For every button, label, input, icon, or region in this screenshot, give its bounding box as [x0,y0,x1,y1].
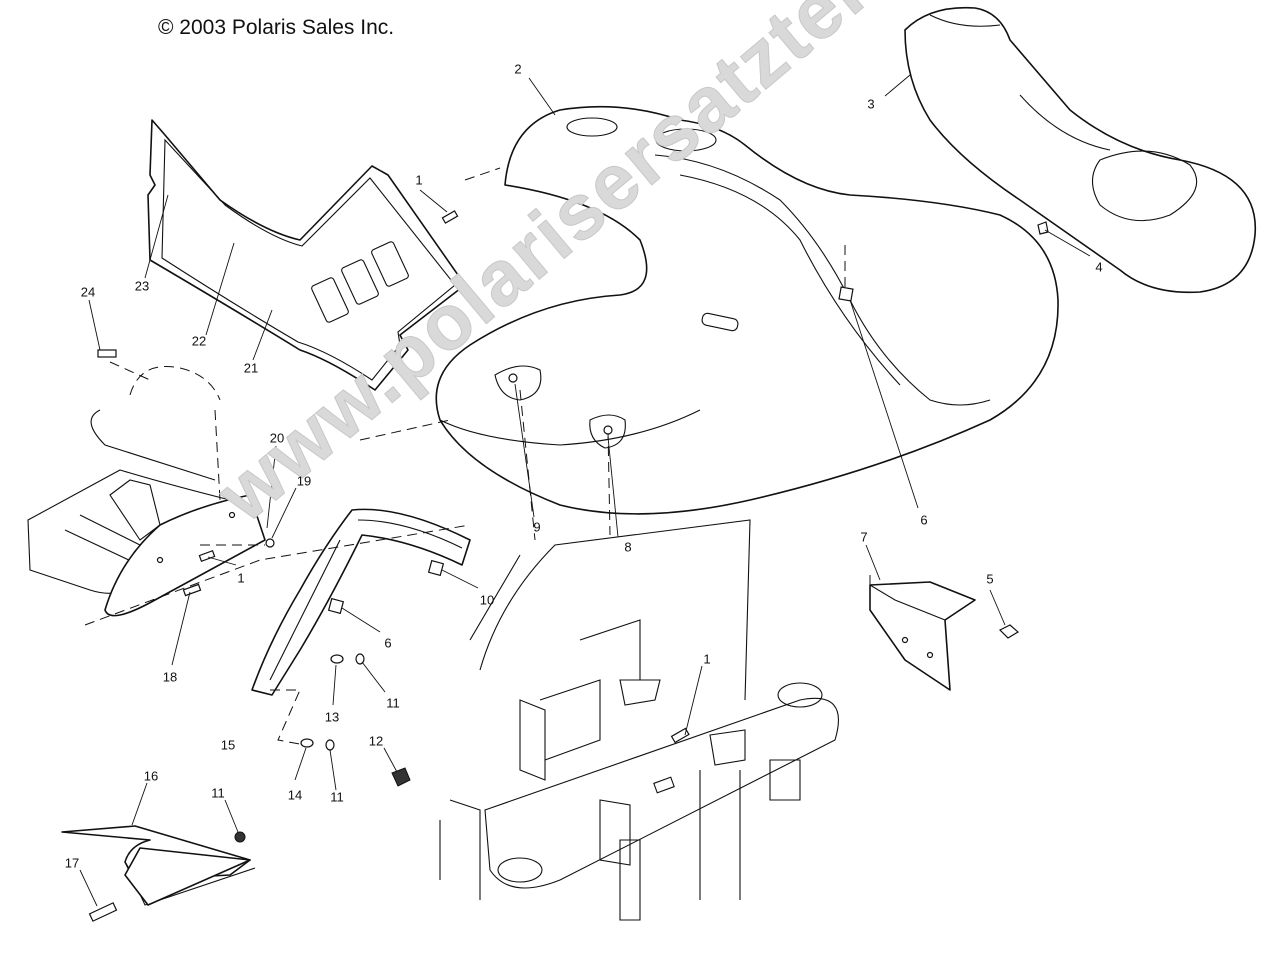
fender-flap-part-15 [251,508,471,696]
right-bracket-part-7 [869,581,976,691]
callout-2: 2 [514,61,522,77]
callout-12: 12 [368,733,384,749]
left-bracket [104,494,266,617]
callout-8: 8 [624,539,632,555]
callout-11a: 11 [386,695,400,711]
rear-fender-part-2 [435,105,1059,515]
callout-5: 5 [986,571,994,587]
callout-1c: 1 [703,651,711,667]
callout-19: 19 [296,473,312,489]
callout-7: 7 [860,529,868,545]
leader-lines [79,74,1091,907]
callout-6: 6 [920,512,928,528]
lower-flap-part-16 [61,825,256,906]
callout-13: 13 [324,709,340,725]
callout-1b: 1 [237,570,245,586]
callout-21: 21 [243,360,259,376]
callout-16: 16 [143,768,159,784]
callout-23: 23 [134,278,150,294]
callout-24: 24 [80,284,96,300]
fasteners [88,210,1049,922]
callout-11c: 11 [211,785,225,801]
callout-14: 14 [287,787,303,803]
alignment-lines [84,167,871,746]
callout-10: 10 [479,592,495,608]
side-panel-part-21 [147,119,466,391]
frame-assembly [439,519,839,921]
callout-9: 9 [533,519,541,535]
callout-4: 4 [1095,259,1103,275]
callout-6b: 6 [384,635,392,651]
callout-17: 17 [64,855,80,871]
callout-15: 15 [220,737,236,753]
callout-3: 3 [867,96,875,112]
callout-18: 18 [162,669,178,685]
rear-rack-cover-part-3 [904,6,1257,294]
callout-20: 20 [269,430,285,446]
callout-11b: 11 [330,789,344,805]
callout-22: 22 [191,333,207,349]
copyright-notice: © 2003 Polaris Sales Inc. [158,16,395,39]
callout-1: 1 [415,172,423,188]
